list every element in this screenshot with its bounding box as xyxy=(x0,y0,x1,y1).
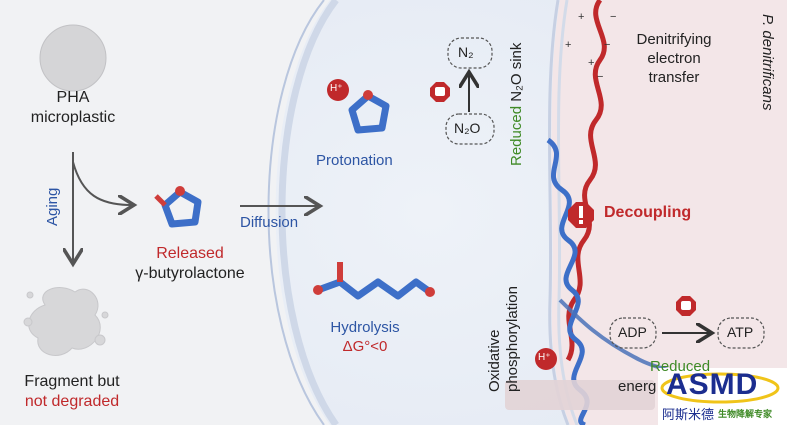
hydrolysis-label: Hydrolysis ΔG°<0 xyxy=(310,318,420,356)
blurred-watermark xyxy=(505,380,655,410)
fragment-label-line1: Fragment but xyxy=(24,373,120,390)
reduced-n2o-sink-label: Reduced N₂O sink xyxy=(508,43,525,166)
svg-text:+: + xyxy=(578,11,584,23)
fragment-blob xyxy=(23,287,109,356)
denitrifying-line2: electron xyxy=(647,50,701,67)
adp-label: ADP xyxy=(618,324,647,340)
logo-cn-name: 阿斯米德 xyxy=(662,407,715,422)
stop-hand-icon-n2o xyxy=(430,82,450,102)
svg-text:+: + xyxy=(565,39,571,51)
fragment-label-line2: not degraded xyxy=(24,393,120,410)
svg-text:−: − xyxy=(597,71,603,83)
denitrifying-line3: transfer xyxy=(648,69,700,86)
h-plus-top-label: H⁺ xyxy=(330,83,343,94)
denitrifying-line1: Denitrifying xyxy=(636,31,712,48)
n2-box xyxy=(447,37,493,69)
h-plus-badge-top xyxy=(327,79,349,101)
pha-label-line2: microplastic xyxy=(30,109,116,126)
logo-cn-tag: 生物降解专家 xyxy=(718,409,773,419)
released-gbl-label: Released γ-butyrolactone xyxy=(120,244,260,284)
decoupling-warning-icon xyxy=(568,202,594,228)
n2-label: N₂ xyxy=(458,44,474,60)
reduced-n2o-text-reduced: Reduced xyxy=(508,101,525,166)
pha-label: PHA microplastic xyxy=(18,88,128,128)
delta-g-text: ΔG°<0 xyxy=(342,338,388,355)
gbl-label: γ-butyrolactone xyxy=(135,265,245,282)
svg-text:−: − xyxy=(604,39,610,51)
oxidative-line1: Oxidative xyxy=(486,329,503,392)
decoupling-label: Decoupling xyxy=(604,204,692,221)
n2o-box xyxy=(445,113,495,145)
organism-label: P. denitrificans xyxy=(759,14,776,111)
adp-box xyxy=(609,317,657,349)
pha-microplastic-sphere xyxy=(39,24,107,92)
pha-label-line1: PHA xyxy=(56,89,90,106)
energy-label: energ xyxy=(618,378,657,395)
aging-label: Aging xyxy=(44,187,61,226)
hydrolysis-text: Hydrolysis xyxy=(330,319,400,336)
diffusion-label: Diffusion xyxy=(240,214,299,231)
h-plus-badge-bottom xyxy=(535,348,557,370)
denitrifying-label: Denitrifying electron transfer xyxy=(614,30,734,87)
logo-swoosh xyxy=(660,372,780,404)
gbl-molecule-released xyxy=(154,186,202,228)
hydrolysis-product-molecule xyxy=(313,262,435,300)
h-plus-bottom-label: H⁺ xyxy=(538,352,551,363)
membrane-charges: + + + − − − xyxy=(565,11,616,83)
atp-box xyxy=(717,317,765,349)
gbl-molecule-protonated xyxy=(348,90,390,134)
oxidative-line2: phosphorylation xyxy=(504,286,521,392)
reduced-energy-label: Reduced xyxy=(650,358,711,375)
atp-label: ATP xyxy=(727,324,754,340)
red-helix xyxy=(565,0,607,362)
svg-text:+: + xyxy=(588,57,594,69)
oxidative-phosphorylation-label: Oxidative phosphorylation xyxy=(486,286,522,392)
aging-arrow-right xyxy=(72,161,132,205)
fragment-label: Fragment but not degraded xyxy=(12,372,132,412)
stop-hand-icon-atp xyxy=(676,296,696,316)
svg-text:−: − xyxy=(610,11,616,23)
protonation-label: Protonation xyxy=(316,152,393,169)
logo-brand: ASMD xyxy=(666,368,759,401)
released-label: Released xyxy=(156,245,224,262)
reduced-n2o-text-sink: N₂O sink xyxy=(508,42,525,102)
n2o-label: N₂O xyxy=(454,120,481,136)
